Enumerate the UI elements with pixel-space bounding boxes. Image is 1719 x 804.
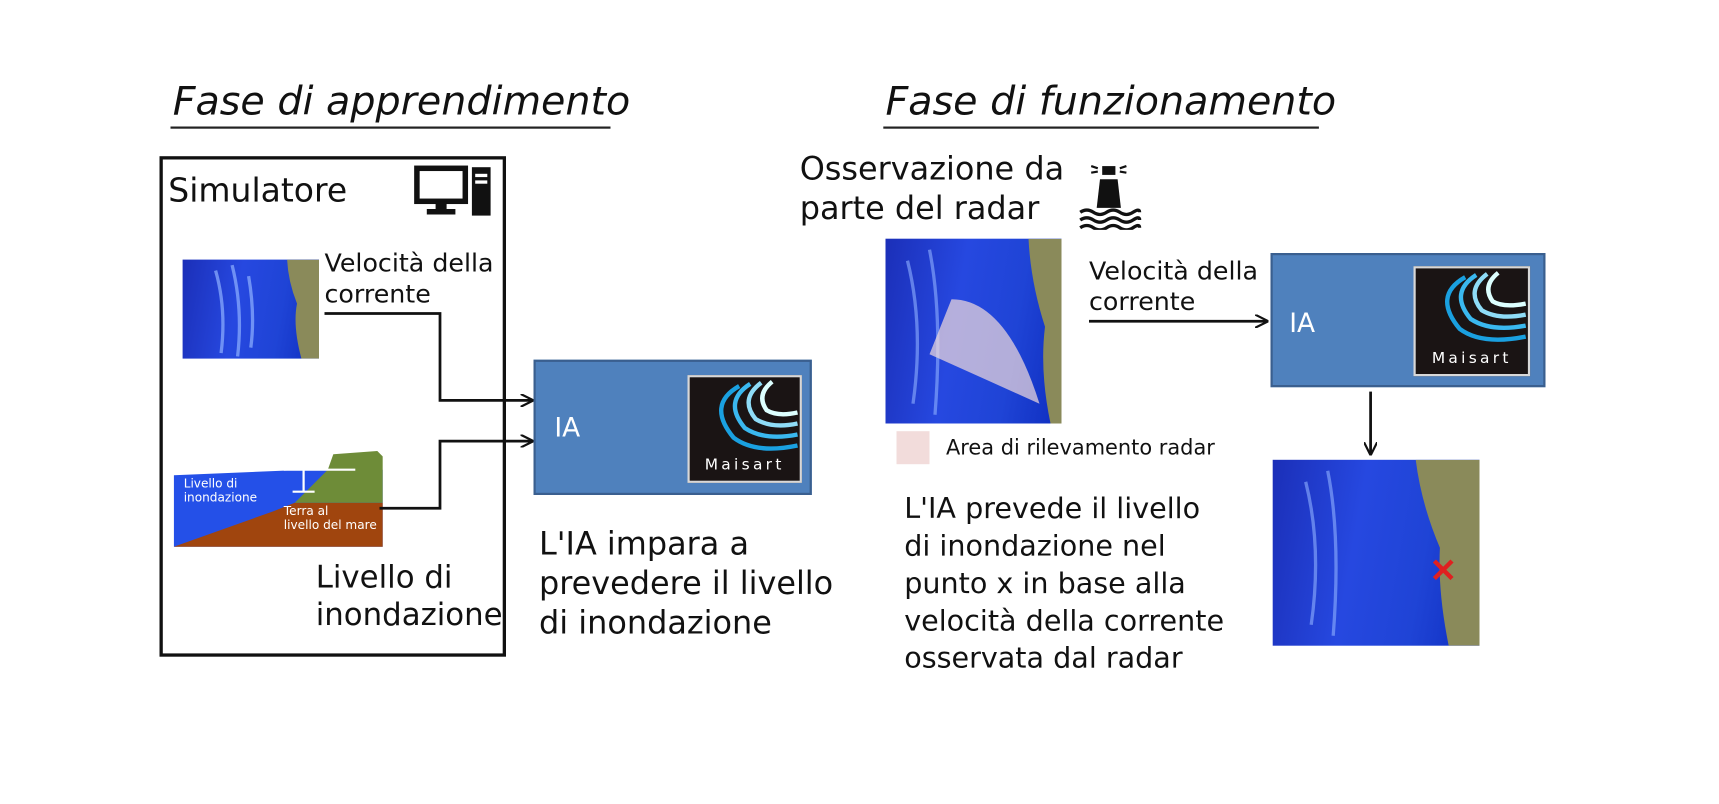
label-line: Osservazione da (799, 149, 1065, 187)
caption-line: L'IA impara a (539, 524, 750, 563)
legend-swatch (896, 431, 930, 465)
logo-text: Maisart (1431, 349, 1512, 368)
operation-phase-title: Fase di funzionamento (885, 79, 1337, 125)
label-line: Terra al (283, 503, 329, 519)
point-x-marker (1432, 559, 1454, 581)
label-line: corrente (324, 280, 431, 310)
radar-observation-map (885, 238, 1062, 424)
water-label: Livello di inondazione (184, 476, 257, 505)
computer-icon (414, 165, 491, 216)
land-label: Terra al livello del mare (284, 504, 377, 533)
current-velocity-label: Velocità della corrente (1089, 256, 1258, 318)
maisart-logo: Maisart (687, 375, 802, 483)
logo-text: Maisart (704, 456, 785, 475)
arrow-flood-to-ia (379, 441, 533, 510)
flood-prediction-map (1272, 459, 1480, 646)
label-line: inondazione (183, 490, 258, 505)
label-line: Livello di (183, 476, 238, 491)
operation-caption: L'IA prevede il livello di inondazione n… (904, 491, 1224, 678)
label-line: Velocità della (1089, 257, 1259, 286)
label-line: parte del radar (799, 189, 1040, 227)
ai-box-operation: IA Maisart (1270, 253, 1546, 388)
simulator-box (159, 156, 506, 657)
simulator-label: Simulatore (168, 171, 348, 211)
radar-observation-label: Osservazione da parte del radar (800, 149, 1064, 228)
caption-line: di inondazione nel (904, 530, 1166, 564)
label-line: Livello di (315, 558, 453, 596)
ai-label: IA (554, 412, 581, 444)
label-line: inondazione (315, 596, 503, 633)
title-underline (883, 126, 1319, 129)
title-underline (170, 126, 611, 129)
caption-line: di inondazione (539, 603, 772, 642)
caption-line: L'IA prevede il livello (904, 492, 1201, 526)
ai-label: IA (1289, 308, 1316, 339)
ai-box-learning: IA Maisart (533, 359, 812, 495)
label-line: Velocità della (324, 249, 494, 279)
legend-label: Area di rilevamento radar (946, 435, 1215, 460)
label-line: livello del mare (283, 518, 377, 533)
learning-phase-title: Fase di apprendimento (172, 79, 631, 125)
learning-caption: L'IA impara a prevedere il livello di in… (539, 524, 833, 643)
lighthouse-icon (1079, 165, 1142, 230)
maisart-logo: Maisart (1413, 266, 1531, 377)
label-line: corrente (1089, 288, 1196, 317)
flood-level-label: Livello di inondazione (316, 559, 503, 634)
caption-line: velocità della corrente (904, 605, 1225, 638)
arrow-current-to-ia (324, 312, 533, 401)
current-velocity-label: Velocità della corrente (325, 249, 494, 311)
caption-line: osservata dal radar (904, 642, 1183, 676)
flood-cross-section (173, 451, 383, 547)
caption-line: punto x in base alla (904, 567, 1186, 601)
current-velocity-image (182, 259, 319, 359)
caption-line: prevedere il livello (539, 564, 834, 602)
